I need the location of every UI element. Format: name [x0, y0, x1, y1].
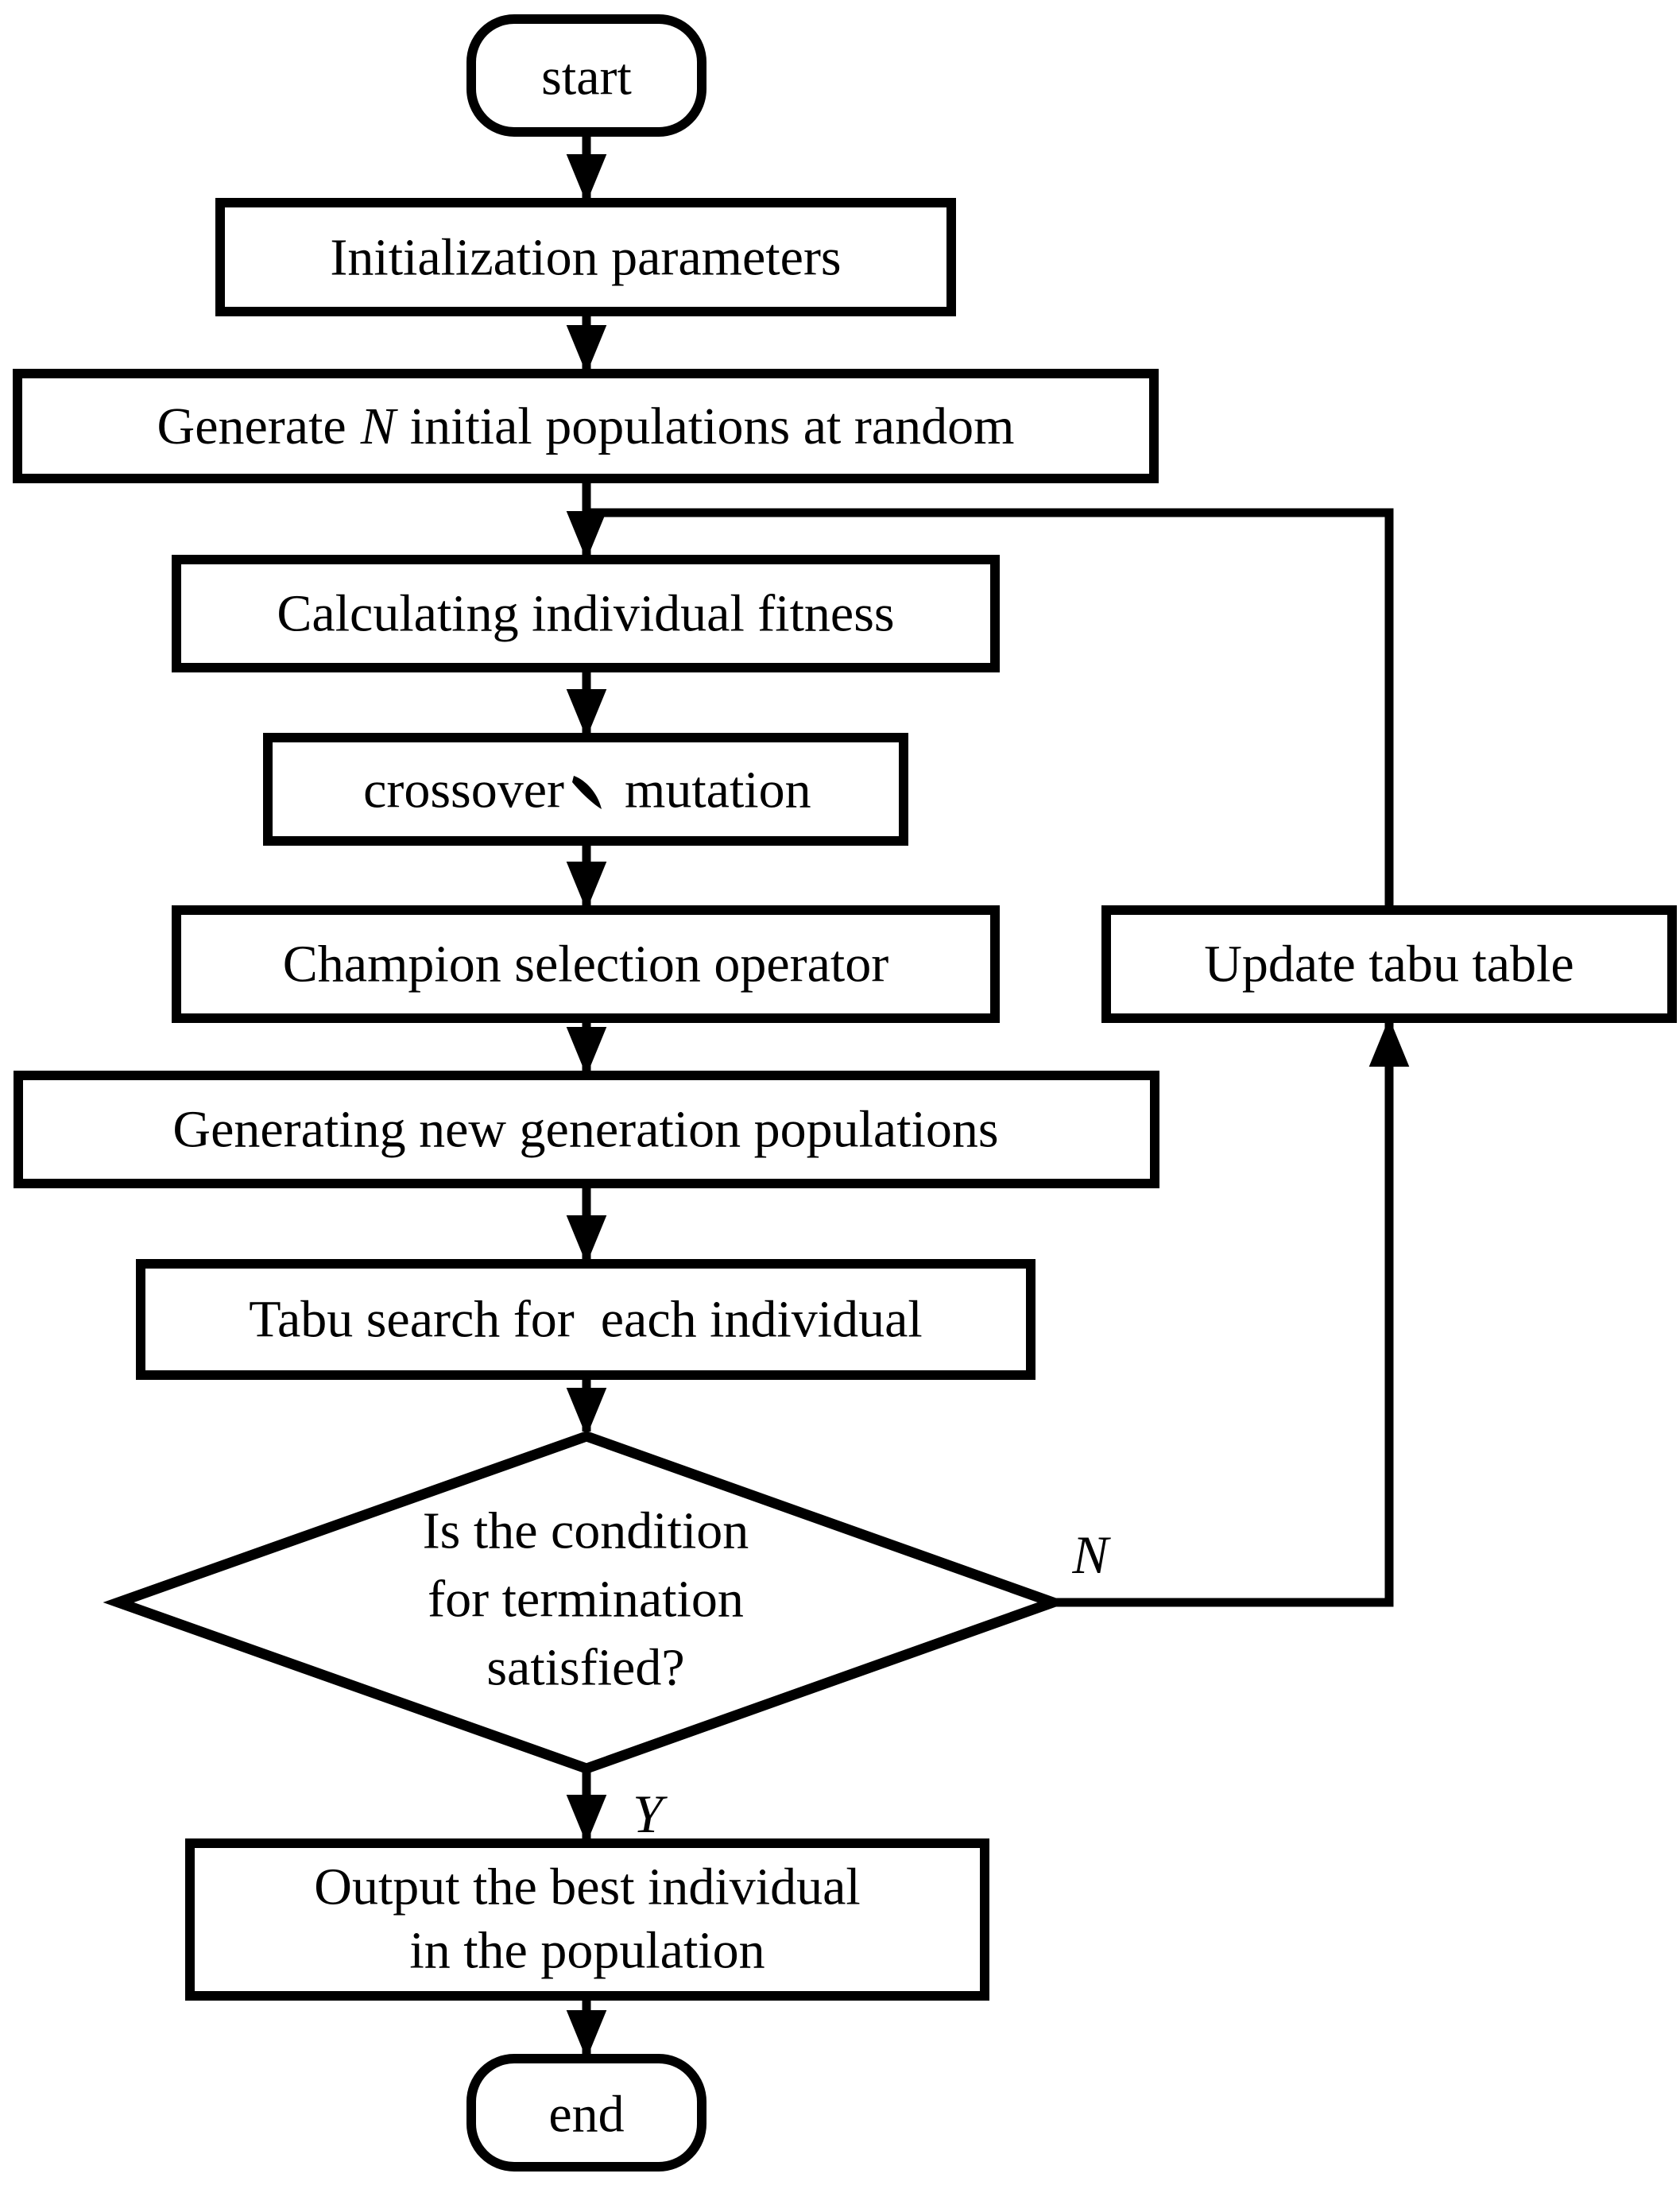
champion-selection-label: Champion selection operator	[283, 936, 888, 994]
output-best-line2: in the population	[409, 1922, 765, 1980]
termination-decision-line2: for termination	[428, 1571, 744, 1629]
crossover-label: crossover	[363, 761, 564, 819]
node-update-tabu-table: Update tabu table	[1101, 905, 1677, 1023]
node-tabu-search: Tabu search for each individual	[136, 1259, 1035, 1380]
update-tabu-table-label: Update tabu table	[1204, 936, 1574, 994]
node-termination-decision: Is the condition for termination satisfi…	[103, 1431, 1069, 1774]
node-end: end	[466, 2054, 706, 2172]
ideographic-comma-glyph	[572, 776, 602, 809]
termination-decision-shape	[103, 1431, 1069, 1774]
start-label: start	[541, 48, 632, 107]
tabu-search-shape	[136, 1259, 1035, 1380]
termination-decision-line3: satisfied?	[486, 1639, 684, 1697]
new-generation-shape	[14, 1071, 1159, 1188]
path-no-branch-to-update-tabu	[1053, 1017, 1410, 1607]
yes-branch-label: Y	[633, 1784, 668, 1844]
output-best-line1: Output the best individual	[314, 1858, 860, 1916]
mutation-label: mutation	[625, 761, 811, 819]
node-crossover-mutation: crossover mutation	[263, 733, 908, 846]
start-terminator-shape	[466, 14, 706, 137]
update-tabu-table-shape	[1101, 905, 1677, 1023]
no-branch-label: N	[1071, 1525, 1111, 1585]
end-label: end	[548, 2086, 624, 2144]
end-terminator-shape	[466, 2054, 706, 2172]
initialization-parameters-label: Initialization parameters	[330, 229, 841, 287]
node-start: start	[466, 14, 706, 137]
output-best-shape	[185, 1838, 989, 2001]
node-initialization-parameters: Initialization parameters	[215, 198, 956, 316]
tabu-search-label: Tabu search for each individual	[249, 1291, 923, 1349]
termination-decision-line1: Is the condition	[423, 1502, 749, 1560]
calculating-fitness-shape	[172, 555, 1000, 672]
path-update-tabu-feedback	[586, 508, 1394, 910]
generate-populations-shape	[13, 369, 1159, 483]
initialization-parameters-shape	[215, 198, 956, 316]
champion-selection-shape	[172, 905, 1000, 1023]
node-calculating-fitness: Calculating individual fitness	[172, 555, 1000, 672]
new-generation-label: Generating new generation populations	[172, 1101, 998, 1159]
node-new-generation: Generating new generation populations	[14, 1071, 1159, 1188]
node-champion-selection: Champion selection operator	[172, 905, 1000, 1023]
calculating-fitness-label: Calculating individual fitness	[277, 585, 894, 643]
node-output-best: Output the best individual in the popula…	[185, 1838, 989, 2001]
